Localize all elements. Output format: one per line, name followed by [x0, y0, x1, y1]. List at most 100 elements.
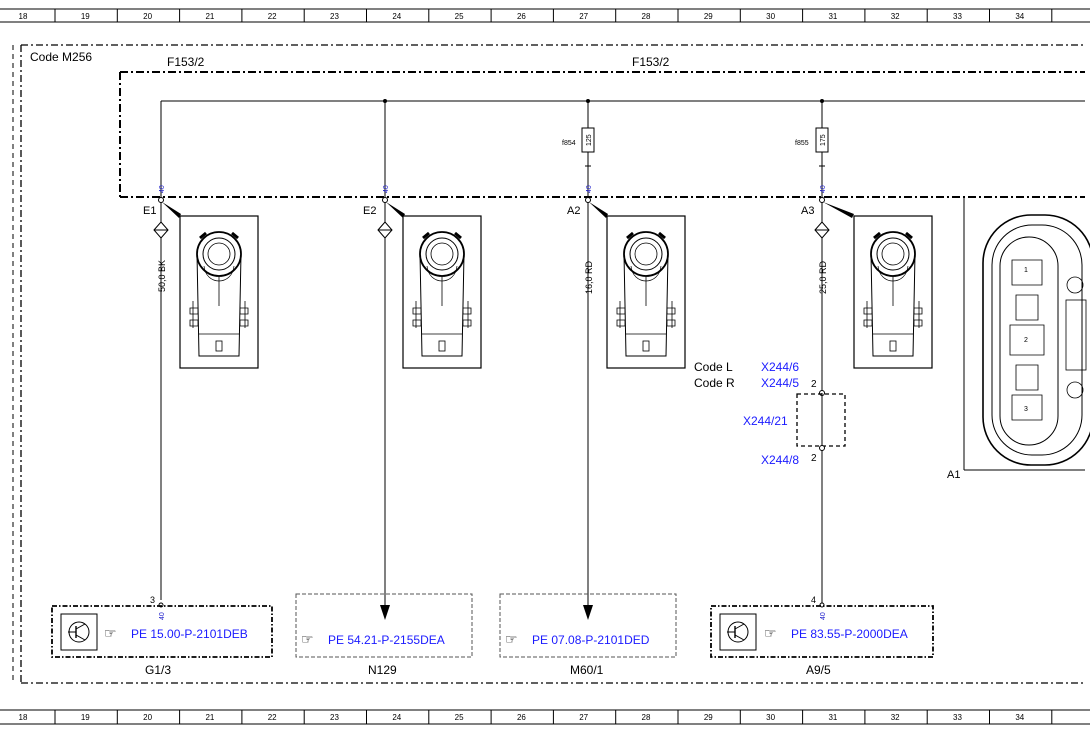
m60-1-label: M60/1: [570, 663, 604, 677]
cable-lug-e2: [401, 214, 483, 370]
code-m256-frame: Code M256: [20, 44, 1085, 684]
bottom-ruler-column-31: 31: [828, 713, 837, 722]
x244-8-link[interactable]: X244/8: [761, 453, 799, 467]
a9-5-label: A9/5: [806, 663, 831, 677]
terminal-a2: A2 16,0 RD: [567, 197, 608, 620]
bottom-ruler-column-26: 26: [517, 713, 526, 722]
fuse-f855: 175 f855: [795, 127, 829, 167]
x244-21-box: [796, 393, 846, 447]
bottom-ruler-column-29: 29: [704, 713, 713, 722]
frame-label: Code M256: [30, 50, 92, 64]
top-ruler-column-30: 30: [766, 12, 775, 21]
n129-link[interactable]: PE 54.21-P-2155DEA: [328, 633, 445, 647]
pin-40-a2: 40: [586, 185, 593, 193]
bottom-ruler-column-20: 20: [143, 713, 152, 722]
cable-lug-a2: [605, 214, 687, 370]
top-ruler-column-21: 21: [205, 12, 214, 21]
fuse-f855-name: f855: [795, 140, 809, 147]
top-ruler-column-18: 18: [19, 12, 28, 21]
a1-pin-1: 1: [1024, 267, 1028, 274]
bottom-ruler-column-23: 23: [330, 713, 339, 722]
transistor-icon: [60, 613, 98, 651]
component-g1-3: 3 40 ☞ PE 15.00-P-2101DEB G1/3: [51, 595, 273, 677]
g1-3-pin-40: 40: [159, 612, 166, 620]
bottom-ruler-column-18: 18: [19, 713, 28, 722]
fuse-block-frame: F153/2 F153/2: [119, 55, 1085, 198]
code-r-label: Code R: [694, 376, 735, 390]
bottom-ruler-column-19: 19: [81, 713, 90, 722]
fuse-f854: 125 f854: [562, 127, 595, 167]
component-a9-5: 4 40 ☞ PE 83.55-P-2000DEA A9/5: [710, 595, 934, 677]
x244-21-link[interactable]: X244/21: [743, 414, 788, 428]
a1-connector: A1 1 2 3: [947, 197, 1090, 481]
top-ruler-column-27: 27: [579, 12, 588, 21]
top-ruler-column-31: 31: [828, 12, 837, 21]
wire-a3-label: 25,0 RD: [818, 260, 828, 294]
component-n129: ☞ PE 54.21-P-2155DEA N129: [295, 593, 473, 677]
pointing-hand-icon: ☞: [505, 631, 518, 647]
bottom-ruler-column-21: 21: [205, 713, 214, 722]
cable-lug-a3: [852, 214, 934, 370]
bottom-ruler-column-34: 34: [1015, 713, 1024, 722]
fuse-block-label-left: F153/2: [167, 55, 205, 69]
m60-1-link[interactable]: PE 07.08-P-2101DED: [532, 633, 650, 647]
top-ruler-column-23: 23: [330, 12, 339, 21]
g1-3-pin: 3: [150, 595, 155, 605]
top-ruler-column-34: 34: [1015, 12, 1024, 21]
g1-3-label: G1/3: [145, 663, 171, 677]
top-ruler-column-32: 32: [891, 12, 900, 21]
transistor-icon: [719, 613, 757, 651]
bottom-ruler-column-22: 22: [268, 713, 277, 722]
fuse-f854-rating: 125: [586, 134, 593, 146]
top-ruler-column-19: 19: [81, 12, 90, 21]
code-l-label: Code L: [694, 360, 733, 374]
terminal-a3-label: A3: [801, 205, 814, 217]
bottom-ruler-column-24: 24: [392, 713, 401, 722]
code-variants: Code L Code R X244/6 X244/5 2 X244/21 2 …: [694, 360, 846, 467]
pin-40-e1: 40: [159, 185, 166, 193]
pointing-hand-icon: ☞: [104, 625, 117, 641]
terminal-a2-label: A2: [567, 205, 580, 217]
terminal-e1: E1 50,0 BK: [143, 197, 181, 600]
terminal-a3: A3 25,0 RD: [801, 197, 854, 605]
fuse-block-label-right: F153/2: [632, 55, 670, 69]
x244-5-link[interactable]: X244/5: [761, 376, 799, 390]
a1-label: A1: [947, 469, 960, 481]
a1-pin-2: 2: [1024, 337, 1028, 344]
terminal-e1-label: E1: [143, 205, 156, 217]
a9-5-link[interactable]: PE 83.55-P-2000DEA: [791, 627, 908, 641]
fuse-f854-name: f854: [562, 140, 576, 147]
pointing-hand-icon: ☞: [764, 625, 777, 641]
top-ruler-column-25: 25: [455, 12, 464, 21]
g1-3-link[interactable]: PE 15.00-P-2101DEB: [131, 627, 248, 641]
wire-a2-label: 16,0 RD: [584, 260, 594, 294]
cable-lug-e1: [178, 214, 260, 370]
top-ruler-column-28: 28: [642, 12, 651, 21]
bottom-ruler-column-33: 33: [953, 713, 962, 722]
bottom-ruler-column-32: 32: [891, 713, 900, 722]
terminal-e2: E2: [363, 197, 405, 620]
bottom-ruler-column-30: 30: [766, 713, 775, 722]
connector-pin-bottom: 2: [811, 453, 817, 464]
top-ruler-column-29: 29: [704, 12, 713, 21]
top-ruler-column-20: 20: [143, 12, 152, 21]
pin-40-a3: 40: [820, 185, 827, 193]
pin-40-e2: 40: [383, 185, 390, 193]
top-ruler-column-22: 22: [268, 12, 277, 21]
top-ruler-column-26: 26: [517, 12, 526, 21]
a1-pin-3: 3: [1024, 406, 1028, 413]
x244-6-link[interactable]: X244/6: [761, 360, 799, 374]
bottom-ruler-column-27: 27: [579, 713, 588, 722]
top-ruler-column-33: 33: [953, 12, 962, 21]
top-ruler-column-24: 24: [392, 12, 401, 21]
a9-5-pin: 4: [811, 595, 816, 605]
pointing-hand-icon: ☞: [301, 631, 314, 647]
component-m60-1: ☞ PE 07.08-P-2101DED M60/1: [499, 593, 677, 677]
connector-pin-top: 2: [811, 379, 817, 390]
bottom-ruler-column-28: 28: [642, 713, 651, 722]
top-ruler: 18 19 20 21 22 23 24 25 26 27 28 29 30 31 32 33 34: [0, 8, 1090, 23]
n129-label: N129: [368, 663, 397, 677]
fuse-f855-rating: 175: [820, 134, 827, 146]
